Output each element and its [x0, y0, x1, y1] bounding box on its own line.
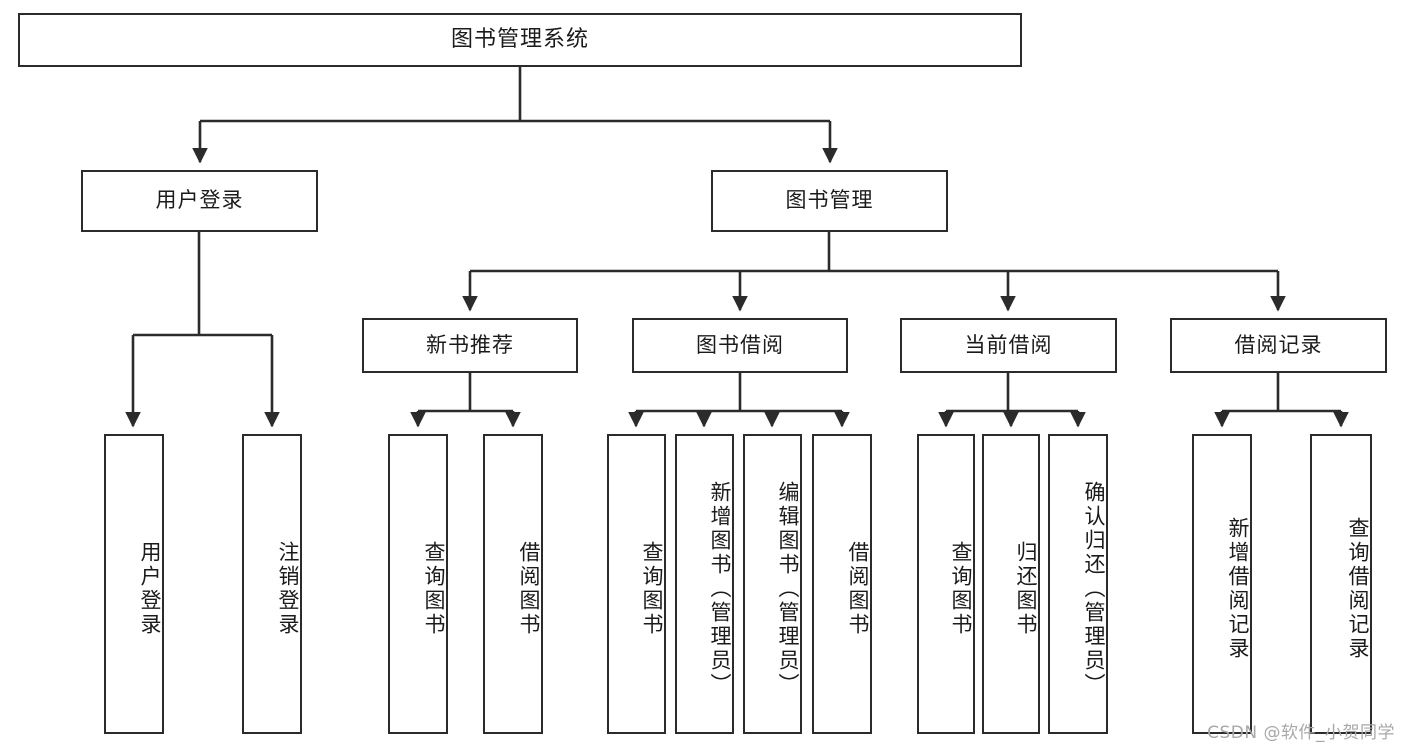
node-label: 归还图书: [1014, 541, 1038, 637]
leaf-logout[interactable]: 注销登录: [242, 434, 302, 734]
leaf-return-book[interactable]: 归还图书: [982, 434, 1040, 734]
node-book-management[interactable]: 图书管理: [711, 170, 948, 232]
leaf-query-book-new[interactable]: 查询图书: [388, 434, 448, 734]
leaf-add-borrow-record[interactable]: 新增借阅记录: [1192, 434, 1252, 734]
node-book-borrow[interactable]: 图书借阅: [632, 318, 848, 373]
leaf-confirm-return-admin[interactable]: 确认归还（管理员）: [1048, 434, 1108, 734]
node-current-borrow[interactable]: 当前借阅: [900, 318, 1117, 373]
node-label: 当前借阅: [964, 332, 1053, 357]
leaf-user-login[interactable]: 用户登录: [104, 434, 164, 734]
node-label: 查询借阅记录: [1346, 517, 1370, 661]
node-label: 借阅图书: [517, 541, 541, 637]
node-label: 查询图书: [640, 541, 664, 637]
leaf-edit-book-admin[interactable]: 编辑图书（管理员）: [743, 434, 802, 734]
leaf-add-book-admin[interactable]: 新增图书（管理员）: [675, 434, 734, 734]
node-label: 新增图书（管理员）: [708, 481, 732, 697]
node-label: 编辑图书（管理员）: [776, 481, 800, 697]
node-label: 用户登录: [155, 188, 244, 213]
node-label: 图书借阅: [696, 332, 784, 357]
node-label: 查询图书: [422, 541, 446, 637]
leaf-borrow-book-new[interactable]: 借阅图书: [483, 434, 543, 734]
node-label: 借阅记录: [1234, 332, 1323, 357]
node-label: 图书管理: [785, 188, 874, 213]
node-label: 确认归还（管理员）: [1082, 481, 1106, 697]
leaf-query-book-current[interactable]: 查询图书: [917, 434, 975, 734]
node-label: 新书推荐: [426, 332, 514, 357]
leaf-query-book-borrow[interactable]: 查询图书: [607, 434, 666, 734]
node-borrow-record[interactable]: 借阅记录: [1170, 318, 1387, 373]
node-label: 图书管理系统: [450, 26, 589, 52]
watermark: CSDN @软件_小贺同学: [1207, 723, 1395, 743]
node-user-login[interactable]: 用户登录: [81, 170, 318, 232]
node-label: 借阅图书: [846, 541, 870, 637]
node-label: 新增借阅记录: [1226, 517, 1250, 661]
leaf-borrow-book[interactable]: 借阅图书: [812, 434, 872, 734]
node-label: 查询图书: [949, 541, 973, 637]
node-root-book-management-system[interactable]: 图书管理系统: [18, 13, 1022, 67]
leaf-query-borrow-record[interactable]: 查询借阅记录: [1310, 434, 1372, 734]
node-label: 用户登录: [138, 541, 162, 637]
node-label: 注销登录: [276, 541, 300, 637]
node-new-book-recommend[interactable]: 新书推荐: [362, 318, 578, 373]
